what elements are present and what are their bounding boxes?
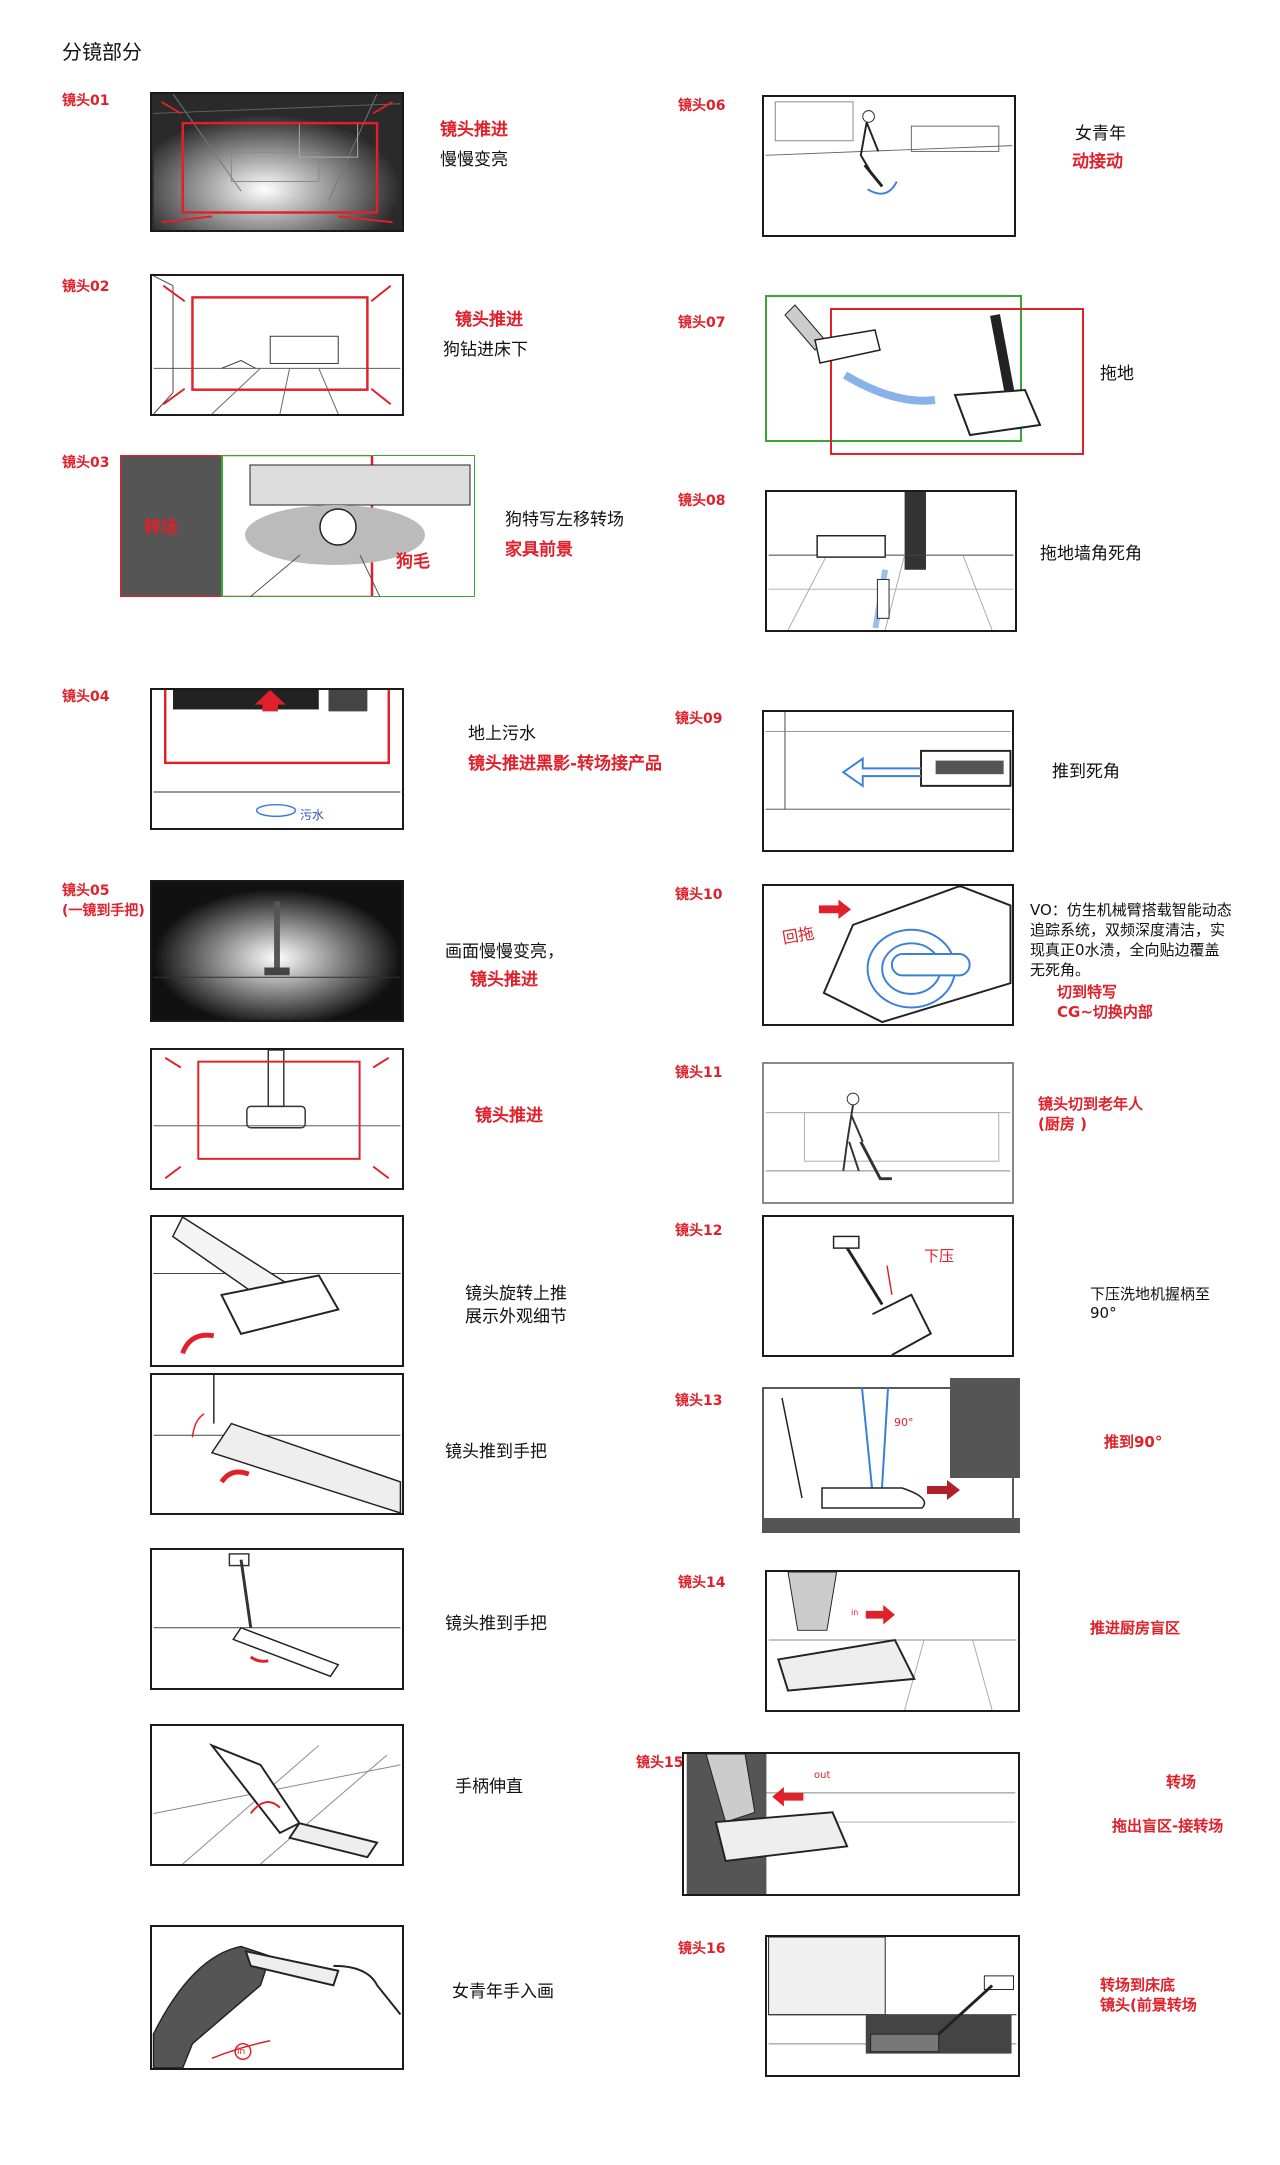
storyboard-frame-04: 污水 (150, 688, 404, 830)
storyboard-frame-14: in (765, 1570, 1020, 1712)
storyboard-frame-10: 回拖 (762, 884, 1014, 1026)
shot-label-16: 镜头16 (678, 1941, 726, 1957)
shot-label-14: 镜头14 (678, 1575, 726, 1591)
shot-label-06: 镜头06 (678, 98, 726, 114)
shot-04-line-1: 地上污水 (468, 724, 536, 744)
shot-12-line-1: 下压洗地机握柄至 (1090, 1285, 1211, 1303)
shot-02-line-2: 狗钻进床下 (443, 340, 528, 360)
shot-14-mark-in: in (851, 1608, 859, 1617)
shot-08-line-1: 拖地墙角死角 (1040, 544, 1142, 564)
shot-07-line-1: 拖地 (1100, 364, 1134, 384)
shot-01-line-1: 镜头推进 (440, 120, 508, 140)
shot-03-line-1: 狗特写左移转场 (505, 510, 624, 530)
shot-label-05-note: (一镜到手把) (62, 903, 145, 919)
storyboard-frame-01 (150, 92, 404, 232)
storyboard-frame-12: 下压 (762, 1215, 1014, 1357)
shot-05b-line-1: 镜头推进 (475, 1106, 543, 1126)
shot-15-line-2: 拖出盲区-接转场 (1112, 1817, 1224, 1835)
shot-label-11: 镜头11 (675, 1065, 723, 1081)
shot-09-line-1: 推到死角 (1052, 762, 1120, 782)
shot-label-02: 镜头02 (62, 279, 110, 295)
shot-05c-line-1: 镜头旋转上推 (465, 1284, 567, 1304)
storyboard-frame-16 (765, 1935, 1020, 2077)
shot-05d-line-1: 镜头推到手把 (445, 1442, 547, 1462)
shot-label-04: 镜头04 (62, 689, 110, 705)
storyboard-frame-11 (762, 1062, 1014, 1204)
shot-15-line-1: 转场 (1166, 1773, 1197, 1791)
storyboard-frame-13: 90° (762, 1378, 1020, 1533)
shot-03-line-2: 家具前景 (505, 540, 573, 560)
shot-label-08: 镜头08 (678, 493, 726, 509)
shot-05f-line-1: 手柄伸直 (455, 1777, 523, 1797)
shot-15-mark-out: out (814, 1770, 831, 1781)
shot-10-vo-2: 追踪系统，双频深度清洁，实 (1030, 921, 1226, 939)
shot-11-line-2: (厨房 ) (1038, 1115, 1087, 1133)
shot-05a-line-2: 镜头推进 (470, 970, 538, 990)
shot-12-line-2: 90° (1090, 1304, 1117, 1322)
storyboard-frame-05c (150, 1215, 404, 1367)
shot-label-01: 镜头01 (62, 93, 110, 109)
shot-label-05: 镜头05 (62, 883, 110, 899)
shot-label-12: 镜头12 (675, 1223, 723, 1239)
shot-10-line-5: 切到特写 (1057, 983, 1118, 1001)
shot-06-line-2: 动接动 (1072, 152, 1123, 172)
shot-label-10: 镜头10 (675, 887, 723, 903)
storyboard-frame-07 (765, 295, 1085, 455)
shot-label-07: 镜头07 (678, 315, 726, 331)
shot-01-line-2: 慢慢变亮 (440, 150, 508, 170)
storyboard-frame-08 (765, 490, 1017, 632)
storyboard-frame-09 (762, 710, 1014, 852)
shot-03-mark-fur: 狗毛 (396, 552, 430, 572)
shot-05e-line-1: 镜头推到手把 (445, 1614, 547, 1634)
shot-11-line-1: 镜头切到老年人 (1038, 1095, 1144, 1113)
shot-label-13: 镜头13 (675, 1393, 723, 1409)
storyboard-frame-05g: in (150, 1925, 404, 2070)
storyboard-frame-02 (150, 274, 404, 416)
shot-10-vo-3: 现真正0水渍，全向贴边覆盖 (1030, 941, 1220, 959)
shot-03-mark-transition: 转场 (144, 518, 178, 538)
shot-10-line-6: CG~切换内部 (1057, 1003, 1153, 1021)
shot-16-line-2: 镜头(前景转场 (1100, 1996, 1197, 2014)
shot-05g-line-1: 女青年手入画 (452, 1982, 554, 2002)
storyboard-frame-05f (150, 1724, 404, 1866)
shot-10-vo-1: VO：仿生机械臂搭载智能动态 (1030, 901, 1232, 919)
shot-04-line-2: 镜头推进黑影-转场接产品 (468, 754, 663, 774)
storyboard-frame-03: 转场 狗毛 (120, 455, 475, 597)
shot-label-15: 镜头15 (636, 1755, 684, 1771)
storyboard-frame-05d (150, 1373, 404, 1515)
storyboard-frame-15: out (682, 1752, 1020, 1896)
shot-02-line-1: 镜头推进 (455, 310, 523, 330)
storyboard-frame-05e (150, 1548, 404, 1690)
shot-05g-mark-in: in (237, 2047, 246, 2057)
page-title: 分镜部分 (62, 40, 142, 64)
shot-label-03: 镜头03 (62, 455, 110, 471)
storyboard-frame-05b (150, 1048, 404, 1190)
storyboard-frame-05a (150, 880, 404, 1022)
shot-16-line-1: 转场到床底 (1100, 1976, 1176, 1994)
shot-13-line-1: 推到90° (1104, 1433, 1163, 1451)
shot-04-mark-water: 污水 (300, 808, 325, 822)
shot-14-line-1: 推进厨房盲区 (1090, 1619, 1181, 1637)
storyboard-frame-06 (762, 95, 1016, 237)
shot-label-09: 镜头09 (675, 711, 723, 727)
shot-06-line-1: 女青年 (1075, 124, 1126, 144)
shot-05a-line-1: 画面慢慢变亮， (445, 942, 564, 962)
shot-05c-line-2: 展示外观细节 (465, 1307, 567, 1327)
shot-13-mark-90: 90° (894, 1416, 914, 1429)
shot-10-vo-4: 无死角。 (1030, 961, 1091, 979)
shot-12-mark-press: 下压 (924, 1247, 955, 1265)
